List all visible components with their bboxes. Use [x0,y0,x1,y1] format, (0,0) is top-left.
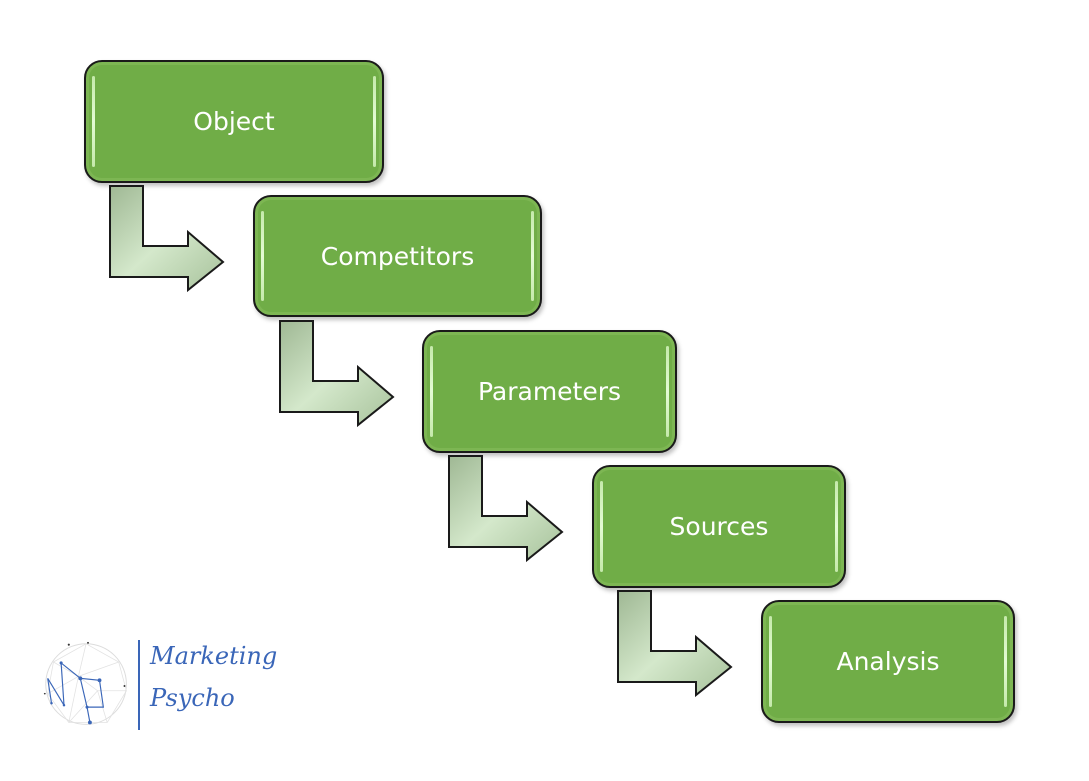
step-analysis: Analysis [761,600,1015,723]
step-label: Analysis [836,647,940,676]
step-label: Competitors [320,241,475,271]
flow-arrow-4 [617,590,733,698]
step-object: Object [84,60,384,183]
step-competitors: Competitors [253,195,542,317]
flow-arrow-2 [279,320,395,428]
flow-arrow-1 [109,185,225,293]
logo-line-1: Marketing [150,642,278,670]
logo-divider [138,640,140,730]
logo-line-2: Psycho [150,684,235,712]
step-sources: Sources [592,465,846,588]
globe-network-icon [43,641,127,725]
flow-arrow-3 [448,455,564,563]
step-parameters: Parameters [422,330,677,453]
step-label: Object [193,107,275,136]
step-label: Parameters [477,377,622,406]
step-label: Sources [669,512,769,541]
